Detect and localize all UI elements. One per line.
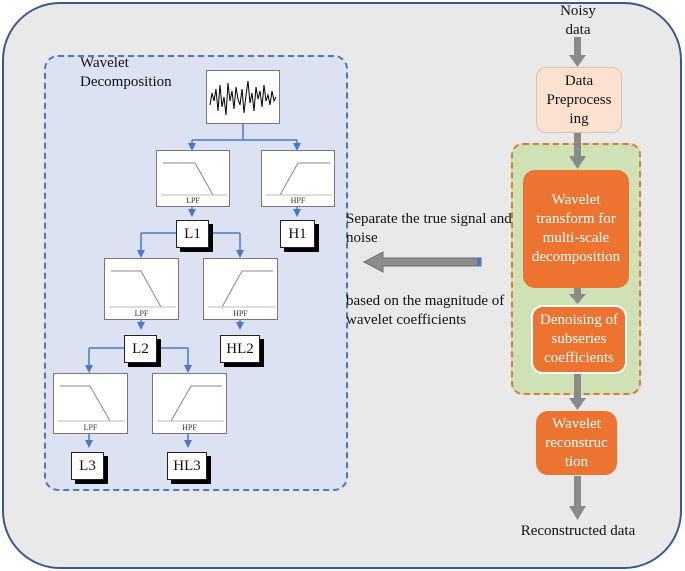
filter-label: HPF <box>290 196 306 205</box>
lpf-filter-1: LPF <box>156 150 230 207</box>
flow-arrow-output <box>569 476 586 520</box>
flow-arrow-preprocess <box>569 131 586 169</box>
denoising-label: Denoising of subseries coefficients <box>540 312 618 366</box>
separation-arrow <box>362 251 482 273</box>
lowpass-response-icon <box>58 385 125 422</box>
highpass-response-icon <box>266 162 332 196</box>
tree-connectors <box>85 124 301 448</box>
output-label: Reconstructed data <box>520 523 636 539</box>
node-hl2: HL2 <box>220 335 260 363</box>
filter-label: LPF <box>83 423 98 432</box>
lowpass-response-icon <box>109 270 176 308</box>
node-l3: L3 <box>71 452 104 480</box>
wavelet-transform-label: Wavelet transform for multi-scale decomp… <box>531 192 621 265</box>
lpf-filter-2: LPF <box>104 258 179 320</box>
wavelet-reconstruction-box: Wavelet reconstruc tion <box>536 411 617 475</box>
filter-label: LPF <box>186 196 200 205</box>
wavelet-transform-box: Wavelet transform for multi-scale decomp… <box>523 170 629 288</box>
filter-label: HPF <box>182 423 197 432</box>
flow-arrow-denoise <box>569 371 586 410</box>
node-l1: L1 <box>176 220 209 248</box>
data-preprocessing-box: Data Preprocess ing <box>536 67 622 133</box>
wavelet-decomposition-title: Wavelet Decomposition <box>80 55 172 90</box>
highpass-response-icon <box>157 385 224 422</box>
coefficient-magnitude-caption: based on the magnitude of wavelet coeffi… <box>346 293 505 328</box>
flow-arrow-transform <box>569 288 586 304</box>
filter-label: LPF <box>134 309 149 318</box>
node-hl3: HL3 <box>167 452 207 480</box>
data-preprocessing-label: Data Preprocess ing <box>546 72 612 127</box>
denoising-box: Denoising of subseries coefficients <box>531 305 627 374</box>
node-l2: L2 <box>124 335 157 363</box>
hpf-filter-2: HPF <box>203 258 278 320</box>
separation-caption: Separate the true signal and noise <box>346 211 512 246</box>
signal-waveform <box>209 80 277 116</box>
lpf-filter-3: LPF <box>53 373 128 434</box>
highpass-response-icon <box>208 270 275 308</box>
flow-arrow-input <box>569 37 586 67</box>
input-label: Noisy data <box>560 3 596 38</box>
filter-label: HPF <box>233 309 248 318</box>
noisy-signal-plot <box>206 70 280 124</box>
node-h1: H1 <box>280 220 315 248</box>
hpf-filter-1: HPF <box>261 150 335 207</box>
wavelet-reconstruction-label: Wavelet reconstruc tion <box>545 415 608 470</box>
lowpass-response-icon <box>161 162 227 196</box>
hpf-filter-3: HPF <box>152 373 227 434</box>
